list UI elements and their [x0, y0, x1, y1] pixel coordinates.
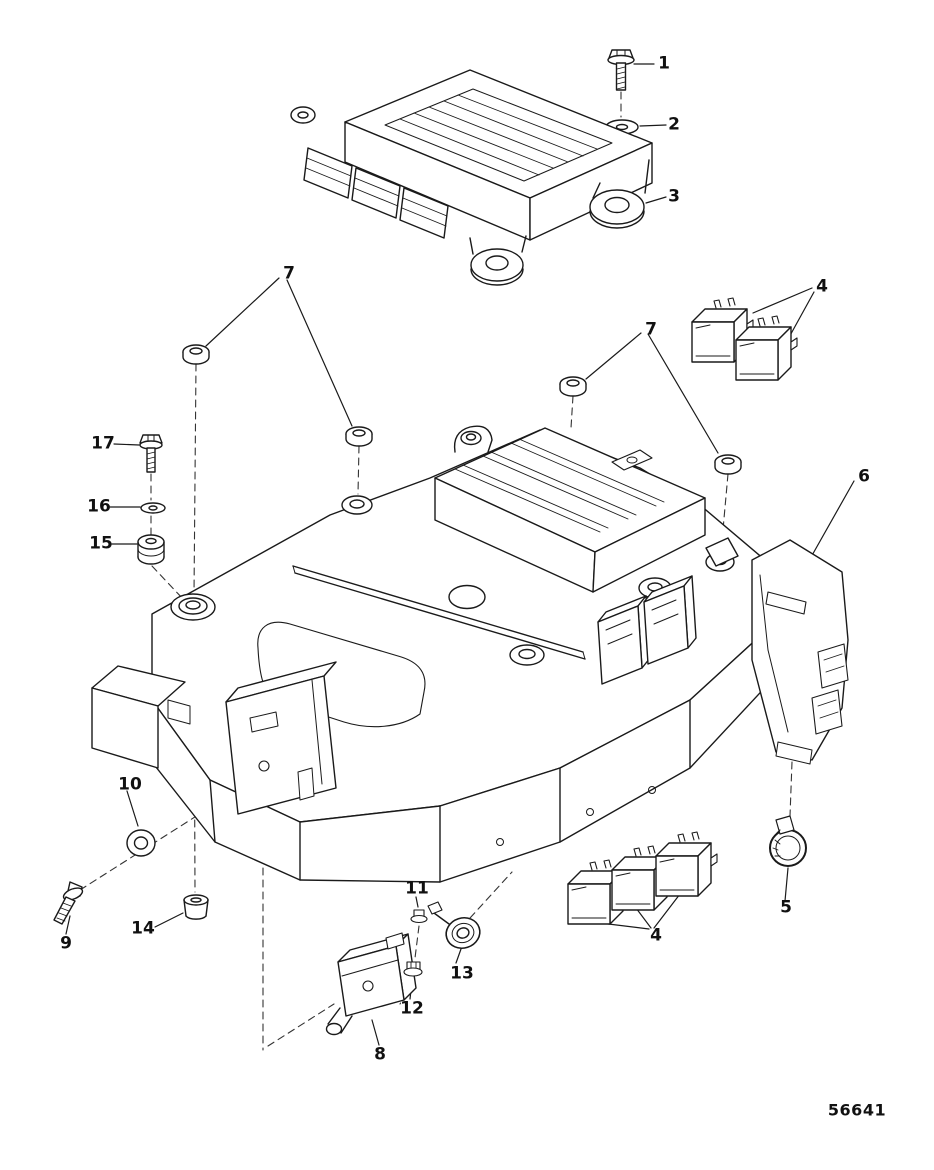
callout-1[interactable]: 1 [658, 53, 670, 74]
callout-2[interactable]: 2 [668, 114, 680, 135]
drawing-number: 56641 [827, 1100, 887, 1120]
callout-7-right[interactable]: 7 [645, 319, 657, 340]
grommet-icon [182, 344, 742, 475]
callout-11[interactable]: 11 [405, 878, 429, 899]
bushing-icon [184, 895, 208, 919]
callout-12[interactable]: 12 [400, 998, 424, 1019]
bolt-washer-grommet-stack [138, 435, 165, 564]
callout-16[interactable]: 16 [87, 496, 111, 517]
callout-3[interactable]: 3 [668, 186, 680, 207]
electrical-box-bracket-drawing [92, 426, 772, 882]
knock-sensor-icon [428, 902, 484, 953]
nut-icon [404, 910, 427, 976]
callout-4-bottom[interactable]: 4 [650, 925, 662, 946]
callout-6[interactable]: 6 [858, 466, 870, 487]
side-bracket-drawing [706, 538, 848, 764]
callout-7-left[interactable]: 7 [283, 263, 295, 284]
callout-4-top[interactable]: 4 [816, 276, 828, 297]
callout-9[interactable]: 9 [60, 933, 72, 954]
callout-17[interactable]: 17 [91, 433, 115, 454]
callout-8[interactable]: 8 [374, 1044, 386, 1065]
callout-13[interactable]: 13 [450, 963, 474, 984]
washer-ring-icon [127, 830, 155, 856]
cable-clamp-icon [770, 816, 806, 866]
sensor-solenoid-icon [327, 933, 417, 1035]
callout-15[interactable]: 15 [89, 533, 113, 554]
flange-bolt-icon [608, 50, 634, 90]
callout-14[interactable]: 14 [131, 918, 155, 939]
hex-bolt-icon [54, 882, 84, 924]
callout-5[interactable]: 5 [780, 897, 792, 918]
callout-10[interactable]: 10 [118, 774, 142, 795]
ecm-module-drawing [291, 70, 652, 285]
